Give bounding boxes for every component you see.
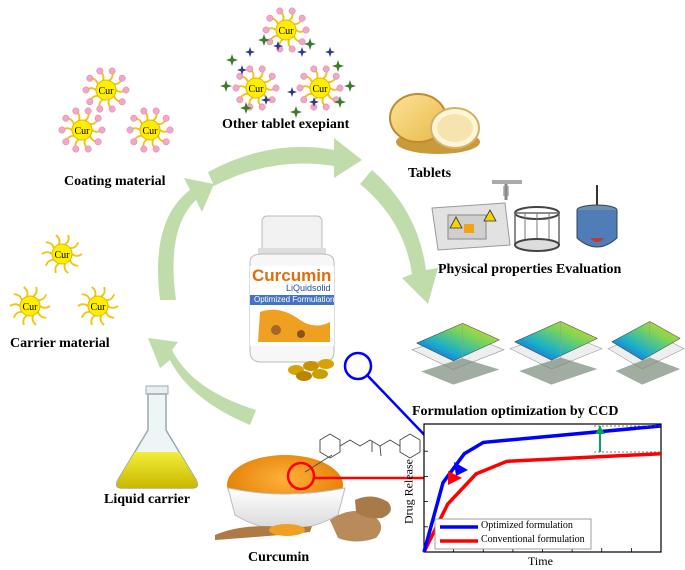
chart-xlabel: Time (528, 554, 553, 568)
cur-particle: Cur (9, 286, 51, 326)
cycle-arrow (158, 178, 214, 300)
cur-particle: Cur (232, 65, 280, 111)
excipient-star (245, 47, 255, 57)
excipient-star (226, 54, 238, 66)
svg-text:Cur: Cur (143, 126, 159, 137)
excipient-star (344, 80, 356, 92)
cur-particle: Cur (77, 286, 119, 326)
cur-particle: Cur (262, 7, 310, 53)
label-physical-evaluation: Physical properties Evaluation (438, 262, 622, 277)
bottle-sub: LiQuidsolid (286, 283, 331, 293)
response-surface-plots (411, 321, 685, 385)
excipient-star (304, 38, 316, 50)
curcumin-bottle (249, 215, 335, 363)
arrow-head-optimized (454, 462, 468, 476)
cur-particle: Cur (126, 107, 174, 153)
bottle-band: Optimized Formulation (254, 295, 335, 304)
excipient-star (287, 87, 297, 97)
excipient-star (309, 97, 319, 107)
excipient-star (261, 95, 271, 105)
label-other-excipient: Other tablet exepiant (222, 117, 350, 132)
cycle-arrow (148, 338, 256, 425)
label-carrier-material: Carrier material (10, 336, 110, 351)
excipient-star (325, 47, 335, 57)
curcumin-bowl (215, 455, 391, 542)
excipient-star (334, 96, 346, 108)
svg-text:Cur: Cur (75, 126, 91, 137)
excipient-star (290, 106, 302, 118)
pills (288, 359, 334, 381)
curcumin-molecule (319, 433, 421, 459)
svg-text:Cur: Cur (249, 84, 265, 95)
svg-text:Cur: Cur (55, 250, 71, 261)
cycle-arrows (148, 138, 438, 425)
tablets-image (389, 93, 480, 154)
excipient-star (273, 41, 283, 51)
label-liquid-carrier: Liquid carrier (104, 492, 190, 507)
arrow-head-conventional (448, 471, 462, 485)
label-curcumin: Curcumin (248, 550, 310, 565)
chart-legend (434, 518, 592, 550)
excipient-stars (220, 34, 356, 118)
surface-plot (509, 321, 603, 385)
chart-ylabel: Drug Release (401, 459, 416, 524)
difference-marker (594, 425, 662, 453)
legend-label-conventional: Conventional formulation (481, 534, 585, 545)
legend-label-optimized: Optimized formulation (481, 520, 573, 531)
cur-particle: Cur (58, 107, 106, 153)
excipient-star (297, 47, 307, 57)
series-line-optimized (422, 424, 662, 553)
svg-text:Cur: Cur (91, 302, 107, 313)
svg-text:Cur: Cur (23, 302, 39, 313)
excipient-star (258, 34, 270, 46)
release-chart (422, 423, 662, 553)
excipient-star (240, 102, 252, 114)
excipient-star (332, 60, 344, 72)
erlenmeyer-flask (115, 385, 199, 489)
label-tablets: Tablets (408, 166, 452, 181)
label-formulation-optimization: Formulation optimization by CCD (412, 404, 619, 419)
cur-particle: Cur (82, 67, 130, 113)
cur-particle: Cur (41, 234, 83, 274)
surface-plot (607, 321, 685, 385)
svg-text:Cur: Cur (279, 26, 295, 37)
surface-plot (411, 323, 505, 385)
svg-text:Cur: Cur (99, 86, 115, 97)
excipient-star (220, 80, 232, 92)
instruments-image (431, 180, 618, 252)
label-coating-material: Coating material (64, 174, 166, 189)
cur-particle: Cur (296, 65, 344, 111)
cycle-arrow (208, 138, 362, 186)
cycle-arrow (360, 170, 438, 304)
excipient-star (237, 65, 247, 75)
bottle-brand: Curcumin (252, 266, 332, 285)
svg-text:Cur: Cur (313, 84, 329, 95)
